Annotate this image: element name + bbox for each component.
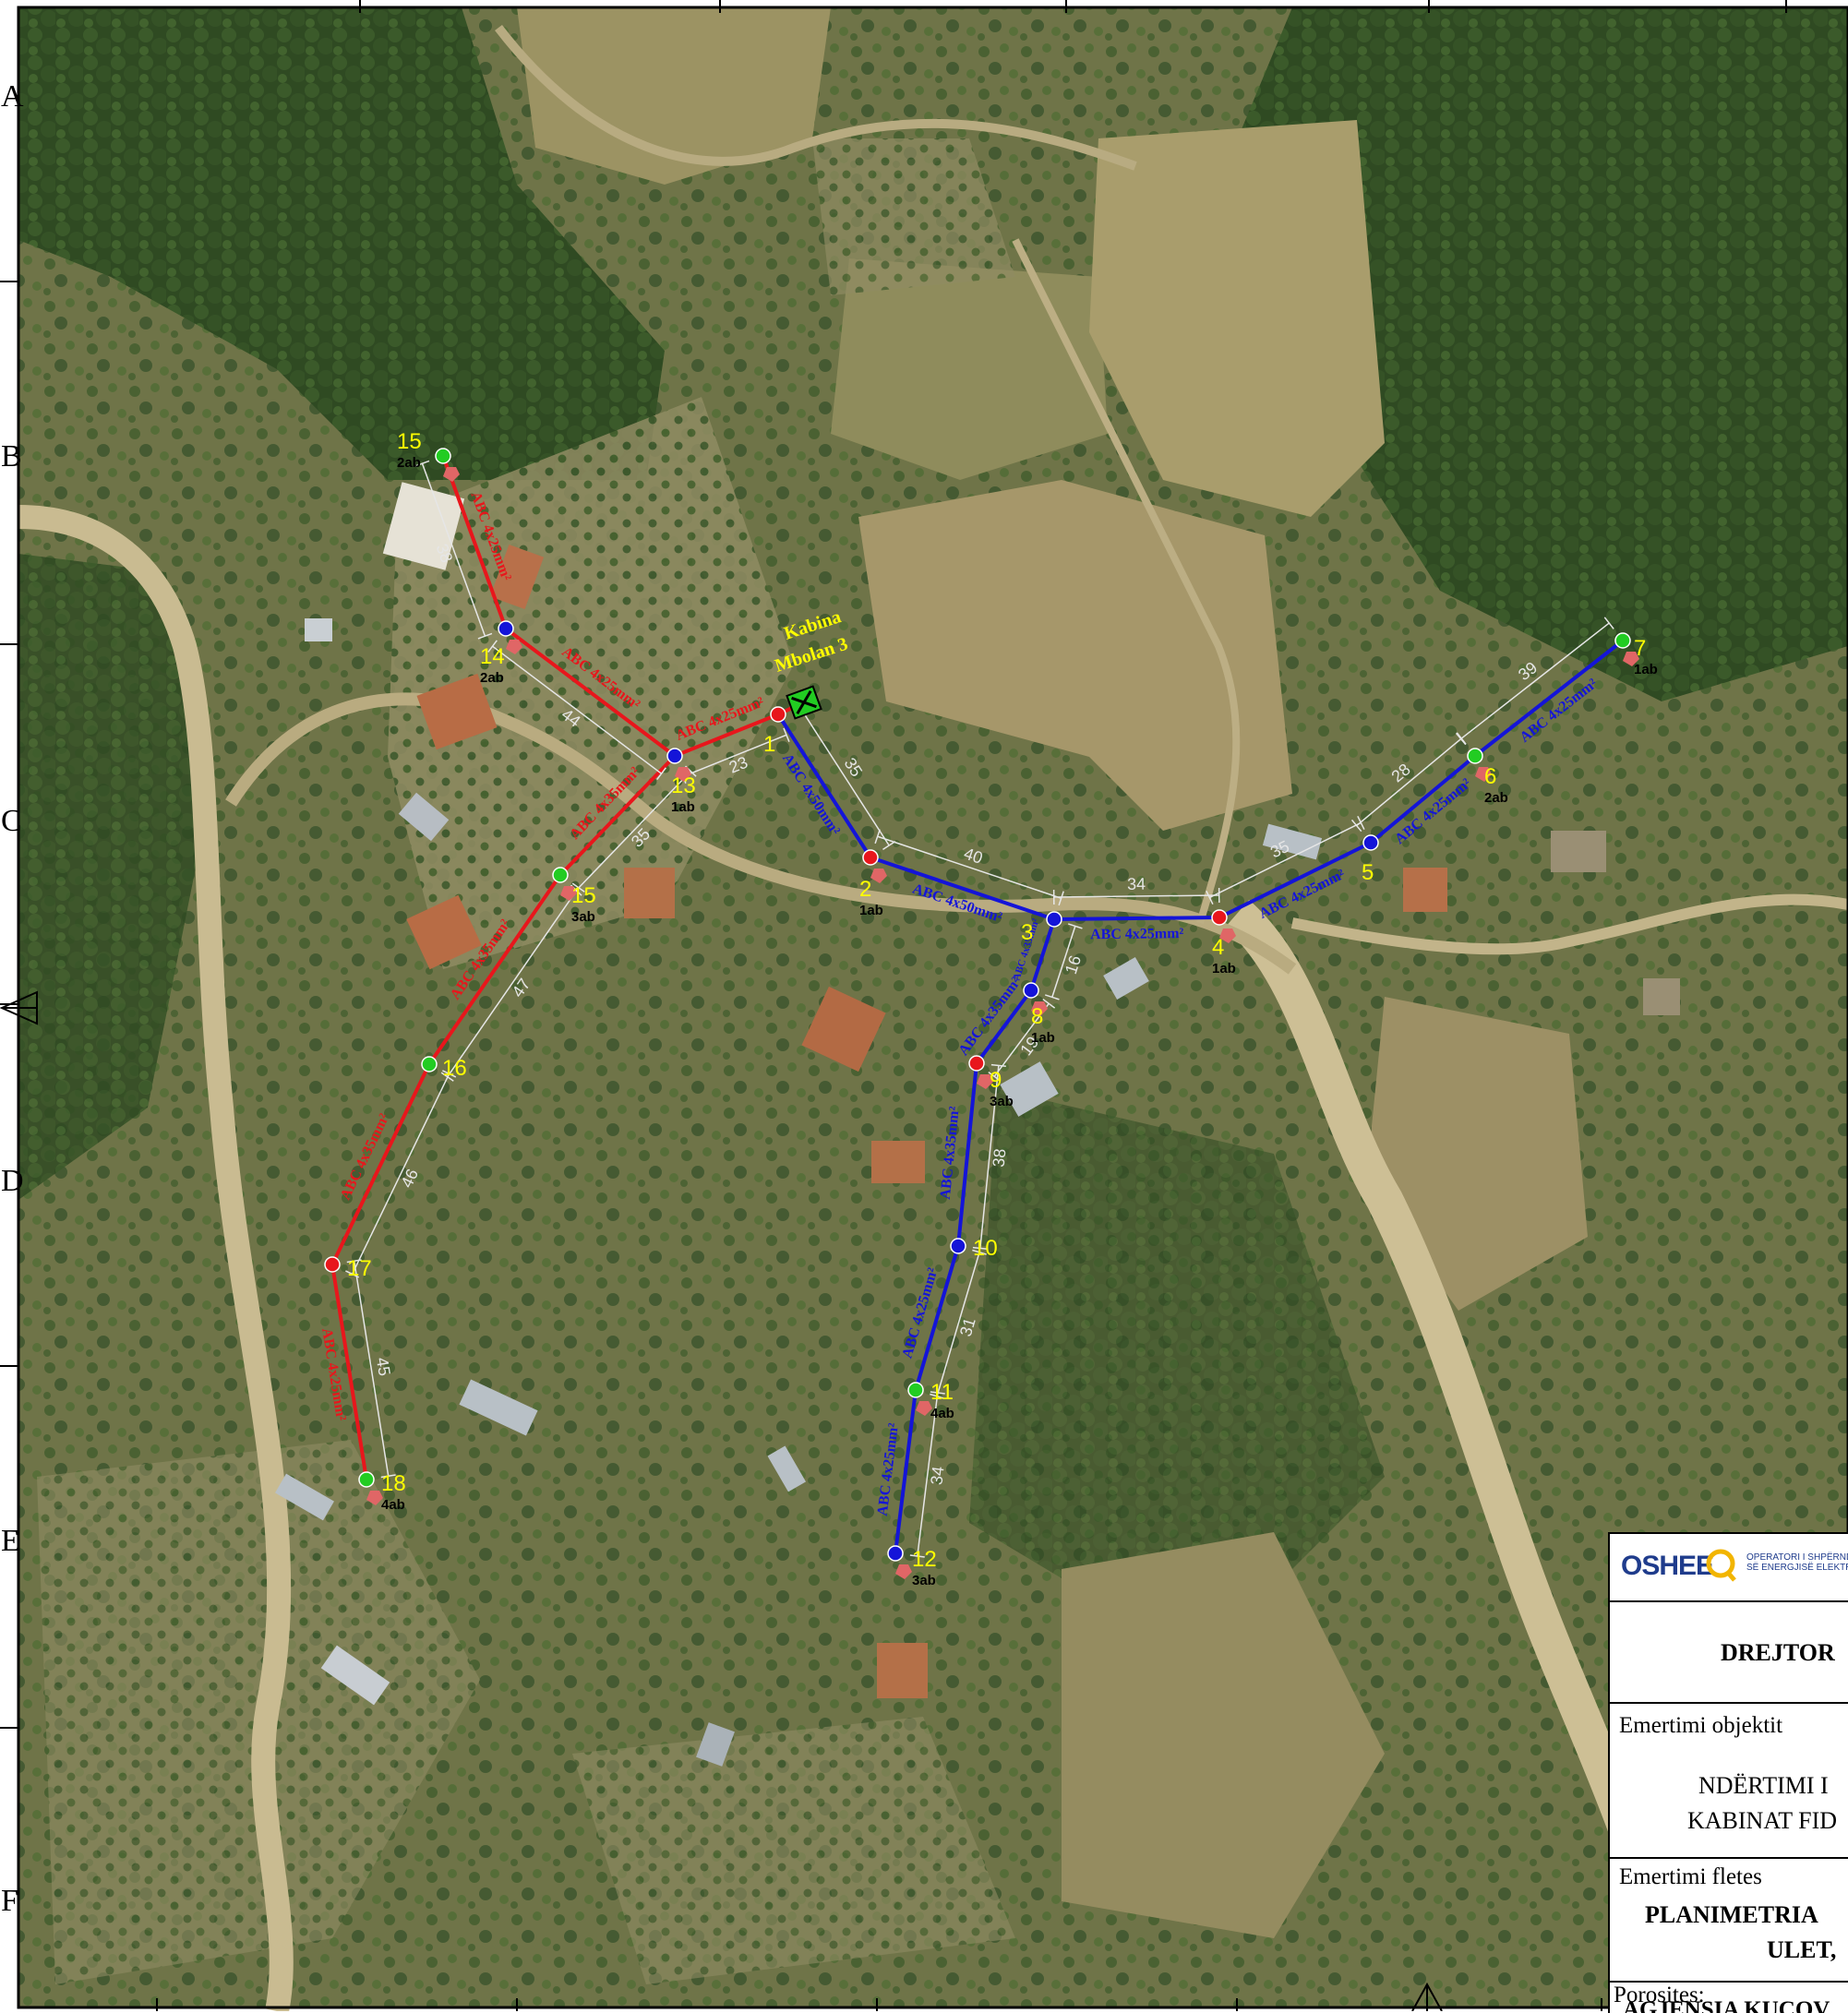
pole-marker-icon [422, 1057, 437, 1072]
pole-marker-icon [951, 1239, 966, 1253]
pole-number: 15 [397, 429, 422, 454]
pole-number: 11 [930, 1380, 954, 1405]
pole-marker-icon [359, 1472, 374, 1487]
pole-abonent-count: 1ab [1634, 662, 1658, 677]
pole-marker-icon [436, 449, 450, 463]
pole-abonent-count: 3ab [990, 1094, 1014, 1109]
span-length-label: 34 [927, 1466, 947, 1486]
pole-abonent-count: 1ab [671, 799, 695, 815]
pole-marker-icon [908, 1383, 923, 1397]
pole-number: 15 [571, 883, 596, 908]
pole-abonent-count: 3ab [571, 909, 595, 925]
department-row: DREJTOR [1610, 1600, 1848, 1704]
pole-number: 9 [990, 1068, 1002, 1093]
pole-number: 13 [671, 773, 696, 798]
pole-abonent-count: 4ab [930, 1406, 954, 1421]
oshee-bulb-icon [1704, 1547, 1741, 1584]
pole-abonent-count: 3ab [912, 1573, 936, 1588]
pole-number: 4 [1212, 935, 1224, 960]
pole-marker-icon [1615, 633, 1630, 648]
pole-marker-icon [863, 850, 878, 865]
pole-marker-icon [1363, 835, 1378, 850]
pole-abonent-count: 2ab [480, 670, 504, 686]
pole-number: 10 [973, 1236, 998, 1261]
grid-row-letter-e: E [1, 1524, 20, 1558]
pole-marker-icon [1468, 749, 1482, 763]
object-row: Emertimi objektit NDËRTIMI I KABINAT FID [1610, 1702, 1848, 1859]
pole-marker-icon [1024, 983, 1038, 998]
pole-abonent-count: 1ab [859, 903, 883, 918]
pole-marker-icon [325, 1257, 340, 1272]
pole-number: 14 [480, 644, 505, 669]
object-label: Emertimi objektit [1619, 1713, 1782, 1739]
grid-row-letter-b: B [1, 439, 22, 473]
pole-marker-icon [667, 749, 682, 763]
pole-marker-icon [969, 1056, 984, 1071]
grid-row-letter-c: C [1, 804, 22, 838]
pole-marker-icon [1212, 910, 1227, 925]
logo-sub-line2: SË ENERGJISË ELEKTRIKE [1746, 1563, 1848, 1573]
pole-number: 6 [1484, 764, 1496, 789]
title-block: OSHEE OPERATORI I SHPËRNDARJ SË ENERGJIS… [1608, 1532, 1848, 2013]
pole-marker-icon [888, 1546, 903, 1561]
pole-abonent-count: 1ab [1031, 1030, 1055, 1046]
oshee-logo-text: OSHEE [1621, 1551, 1713, 1582]
grid-row-letter-f: F [1, 1884, 18, 1918]
pole-number: 8 [1031, 1004, 1043, 1029]
sheet-line2: ULET, [1767, 1936, 1836, 1964]
title-logo-row: OSHEE OPERATORI I SHPËRNDARJ SË ENERGJIS… [1610, 1534, 1848, 1602]
pole-marker-icon [771, 707, 786, 722]
pole-marker-icon [553, 868, 568, 882]
client-name: AGJENSIA KUCOV [1623, 1997, 1830, 2013]
logo-sub-line1: OPERATORI I SHPËRNDARJ [1746, 1552, 1848, 1563]
department-name: DREJTOR [1721, 1639, 1835, 1667]
pole-marker-icon [498, 621, 513, 636]
pole-number: 12 [912, 1547, 937, 1572]
pole-abonent-count: 2ab [397, 455, 421, 471]
sheet-row: Emertimi fletes PLANIMETRIA ULET, [1610, 1857, 1848, 1983]
pole-number: 18 [381, 1471, 406, 1496]
pole-number: 1 [763, 732, 775, 757]
pole-number: 2 [859, 877, 871, 902]
pole-number: 17 [347, 1256, 372, 1281]
span-length-label: 45 [373, 1356, 394, 1377]
sheet-label: Emertimi fletes [1619, 1864, 1762, 1890]
object-line2: KABINAT FID [1687, 1807, 1837, 1835]
power-line-p3-p4[interactable] [1054, 917, 1219, 919]
pole-number: 3 [1021, 920, 1033, 945]
oshee-logo-subtitle: OPERATORI I SHPËRNDARJ SË ENERGJISË ELEK… [1746, 1552, 1848, 1573]
span-length-label: 34 [1127, 875, 1146, 893]
pole-abonent-count: 1ab [1212, 961, 1236, 977]
span-length-label: 38 [990, 1148, 1010, 1168]
grid-row-letter-a: A [1, 79, 24, 114]
object-line1: NDËRTIMI I [1698, 1772, 1829, 1800]
pole-abonent-count: 2ab [1484, 790, 1508, 806]
sheet-line1: PLANIMETRIA [1645, 1901, 1818, 1929]
cable-label: ABC 4x25mm² [1090, 926, 1184, 942]
pole-number: 7 [1634, 636, 1646, 661]
grid-row-letter-d: D [1, 1164, 24, 1198]
pole-abonent-count: 4ab [381, 1497, 405, 1513]
pole-marker-icon [1047, 912, 1062, 927]
pole-number: 16 [442, 1056, 467, 1081]
pole-number: 5 [1362, 860, 1374, 885]
